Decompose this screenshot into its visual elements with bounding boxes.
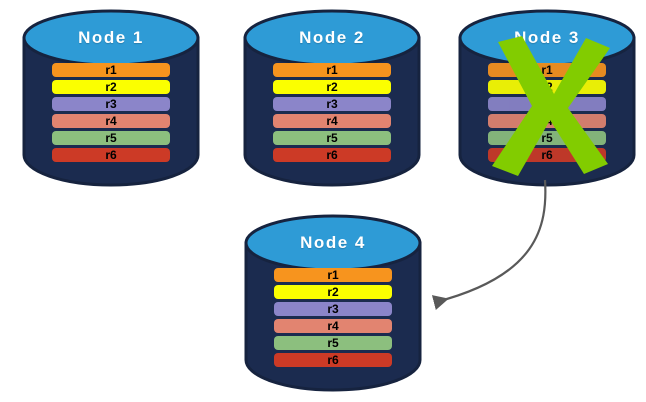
- record-bar[interactable]: r1: [274, 268, 392, 282]
- record-bar[interactable]: r4: [274, 319, 392, 333]
- node-cylinder-2[interactable]: Node 2 r1 r2 r3 r4 r5 r6: [243, 8, 421, 187]
- record-bar[interactable]: r3: [274, 302, 392, 316]
- record-bar[interactable]: r5: [273, 131, 391, 145]
- record-bar[interactable]: r2: [274, 285, 392, 299]
- record-bar[interactable]: r3: [273, 97, 391, 111]
- record-bar[interactable]: r1: [273, 63, 391, 77]
- record-bar[interactable]: r5: [52, 131, 170, 145]
- record-list-1: r1 r2 r3 r4 r5 r6: [22, 63, 200, 162]
- record-bar[interactable]: r2: [52, 80, 170, 94]
- record-bar[interactable]: r6: [488, 148, 606, 162]
- record-bar[interactable]: r2: [273, 80, 391, 94]
- node-cylinder-1[interactable]: Node 1 r1 r2 r3 r4 r5 r6: [22, 8, 200, 187]
- record-bar[interactable]: r2: [488, 80, 606, 94]
- record-bar[interactable]: r4: [488, 114, 606, 128]
- node-cylinder-4[interactable]: Node 4 r1 r2 r3 r4 r5 r6: [244, 213, 422, 392]
- record-bar[interactable]: r3: [488, 97, 606, 111]
- record-bar[interactable]: r4: [273, 114, 391, 128]
- record-bar[interactable]: r4: [52, 114, 170, 128]
- record-bar[interactable]: r5: [274, 336, 392, 350]
- record-list-4: r1 r2 r3 r4 r5 r6: [244, 268, 422, 367]
- record-bar[interactable]: r3: [52, 97, 170, 111]
- record-bar[interactable]: r6: [273, 148, 391, 162]
- record-list-2: r1 r2 r3 r4 r5 r6: [243, 63, 421, 162]
- record-bar[interactable]: r6: [274, 353, 392, 367]
- record-list-3: r1 r2 r3 r4 r5 r6: [458, 63, 636, 162]
- record-bar[interactable]: r1: [52, 63, 170, 77]
- record-bar[interactable]: r5: [488, 131, 606, 145]
- record-bar[interactable]: r1: [488, 63, 606, 77]
- record-bar[interactable]: r6: [52, 148, 170, 162]
- node-cylinder-3[interactable]: Node 3 r1 r2 r3 r4 r5 r6: [458, 8, 636, 187]
